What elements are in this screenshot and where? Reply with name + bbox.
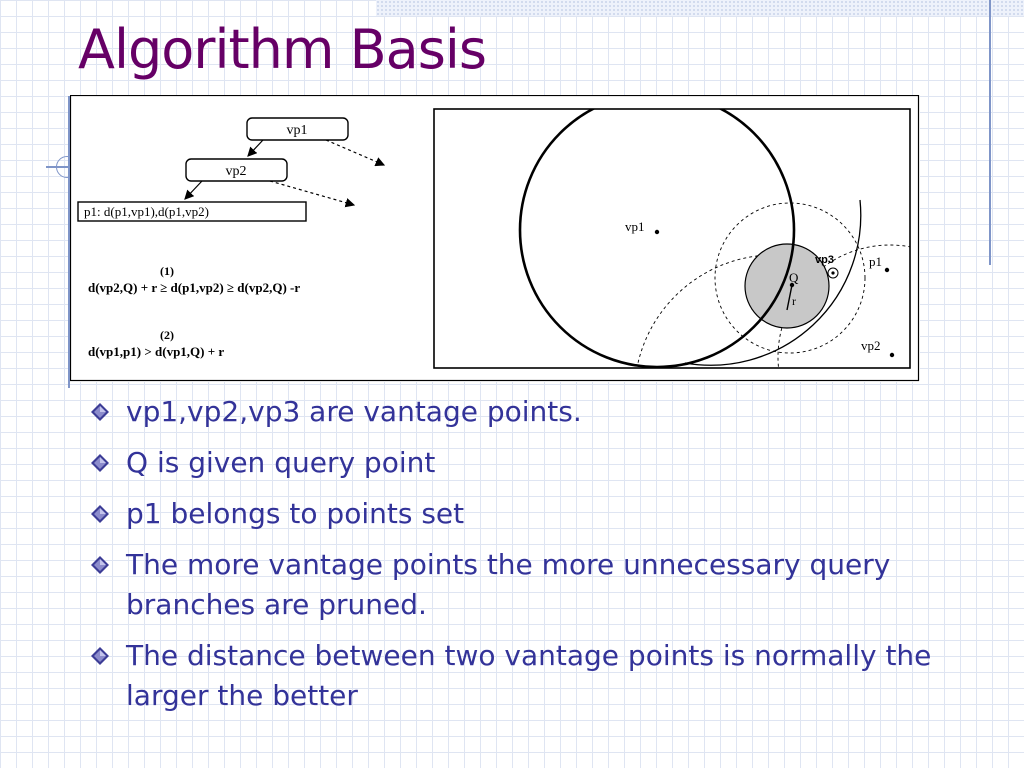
radius-line xyxy=(786,284,793,311)
bullet-text: vp1,vp2,vp3 are vantage points. xyxy=(126,395,582,428)
left-accent-line xyxy=(68,96,70,388)
r-label: r xyxy=(792,294,796,308)
figure-frame xyxy=(70,95,920,382)
p1-point xyxy=(884,267,890,273)
vp2-boundary-arc xyxy=(684,199,862,366)
diamond-bullet-icon xyxy=(91,454,109,472)
diamond-bullet-icon xyxy=(91,403,109,421)
formula-1-label: (1) xyxy=(160,264,174,278)
tree-node-vp1 xyxy=(246,117,349,141)
tree-leaf-box xyxy=(77,201,307,222)
vp2-point xyxy=(889,352,895,358)
header-decoration-band xyxy=(376,0,1024,16)
query-region-circle xyxy=(744,243,830,329)
vp2-label: vp2 xyxy=(861,338,881,353)
bullet-text: The distance between two vantage points … xyxy=(126,639,932,712)
right-accent-line xyxy=(989,0,991,265)
tree-edge-vp2-dashed xyxy=(269,180,356,208)
vp3-label: vp3 xyxy=(815,254,834,266)
vp3-point xyxy=(831,271,835,275)
bullet-text: p1 belongs to points set xyxy=(126,497,465,530)
tree-node-vp2 xyxy=(185,158,288,182)
bullet-item: Q is given query point xyxy=(88,443,948,483)
formula-2-label: (2) xyxy=(160,328,174,342)
slide-title: Algorithm Basis xyxy=(78,18,487,81)
bullet-item: vp1,vp2,vp3 are vantage points. xyxy=(88,392,948,432)
tree-node-vp1-label: vp1 xyxy=(287,123,308,138)
q-point xyxy=(789,282,795,288)
p1-label: p1 xyxy=(869,254,882,269)
vp2-inner-dashed-arc xyxy=(637,254,771,364)
diagram-geometry xyxy=(518,109,910,368)
tree-edge-vp1-vp2 xyxy=(247,139,264,157)
tree-leaf-label: p1: d(p1,vp1),d(p1,vp2) xyxy=(84,204,209,219)
formula-2-text: d(vp1,p1) > d(vp1,Q) + r xyxy=(88,344,224,359)
diamond-bullet-icon xyxy=(91,505,109,523)
vp3-range-circle xyxy=(714,202,866,354)
bullet-item: p1 belongs to points set xyxy=(88,494,948,534)
tree-node-vp2-label: vp2 xyxy=(226,164,247,179)
bullet-item: The distance between two vantage points … xyxy=(88,636,948,716)
vp1-circle xyxy=(518,109,796,368)
vp1-label: vp1 xyxy=(625,219,645,234)
bullet-text: The more vantage points the more unneces… xyxy=(126,548,891,621)
tree-edge-vp1-dashed xyxy=(325,139,386,167)
formula-1-text: d(vp2,Q) + r ≥ d(p1,vp2) ≥ d(vp2,Q) -r xyxy=(88,280,300,295)
figure-svg: vp1 vp2 p1: d(p1,vp1),d(p1,vp2) (1) d(vp… xyxy=(70,95,920,382)
bullet-item: The more vantage points the more unneces… xyxy=(88,545,948,625)
vp1-point xyxy=(654,229,660,235)
algorithm-figure: vp1 vp2 p1: d(p1,vp1),d(p1,vp2) (1) d(vp… xyxy=(70,95,920,382)
tree-edge-vp2-leaf xyxy=(184,180,203,200)
q-label: Q xyxy=(789,270,799,285)
diamond-bullet-icon xyxy=(91,647,109,665)
diamond-bullet-icon xyxy=(91,556,109,574)
bullet-text: Q is given query point xyxy=(126,446,436,479)
bullet-list: vp1,vp2,vp3 are vantage points. Q is giv… xyxy=(88,392,948,727)
diagram-frame xyxy=(433,108,911,369)
